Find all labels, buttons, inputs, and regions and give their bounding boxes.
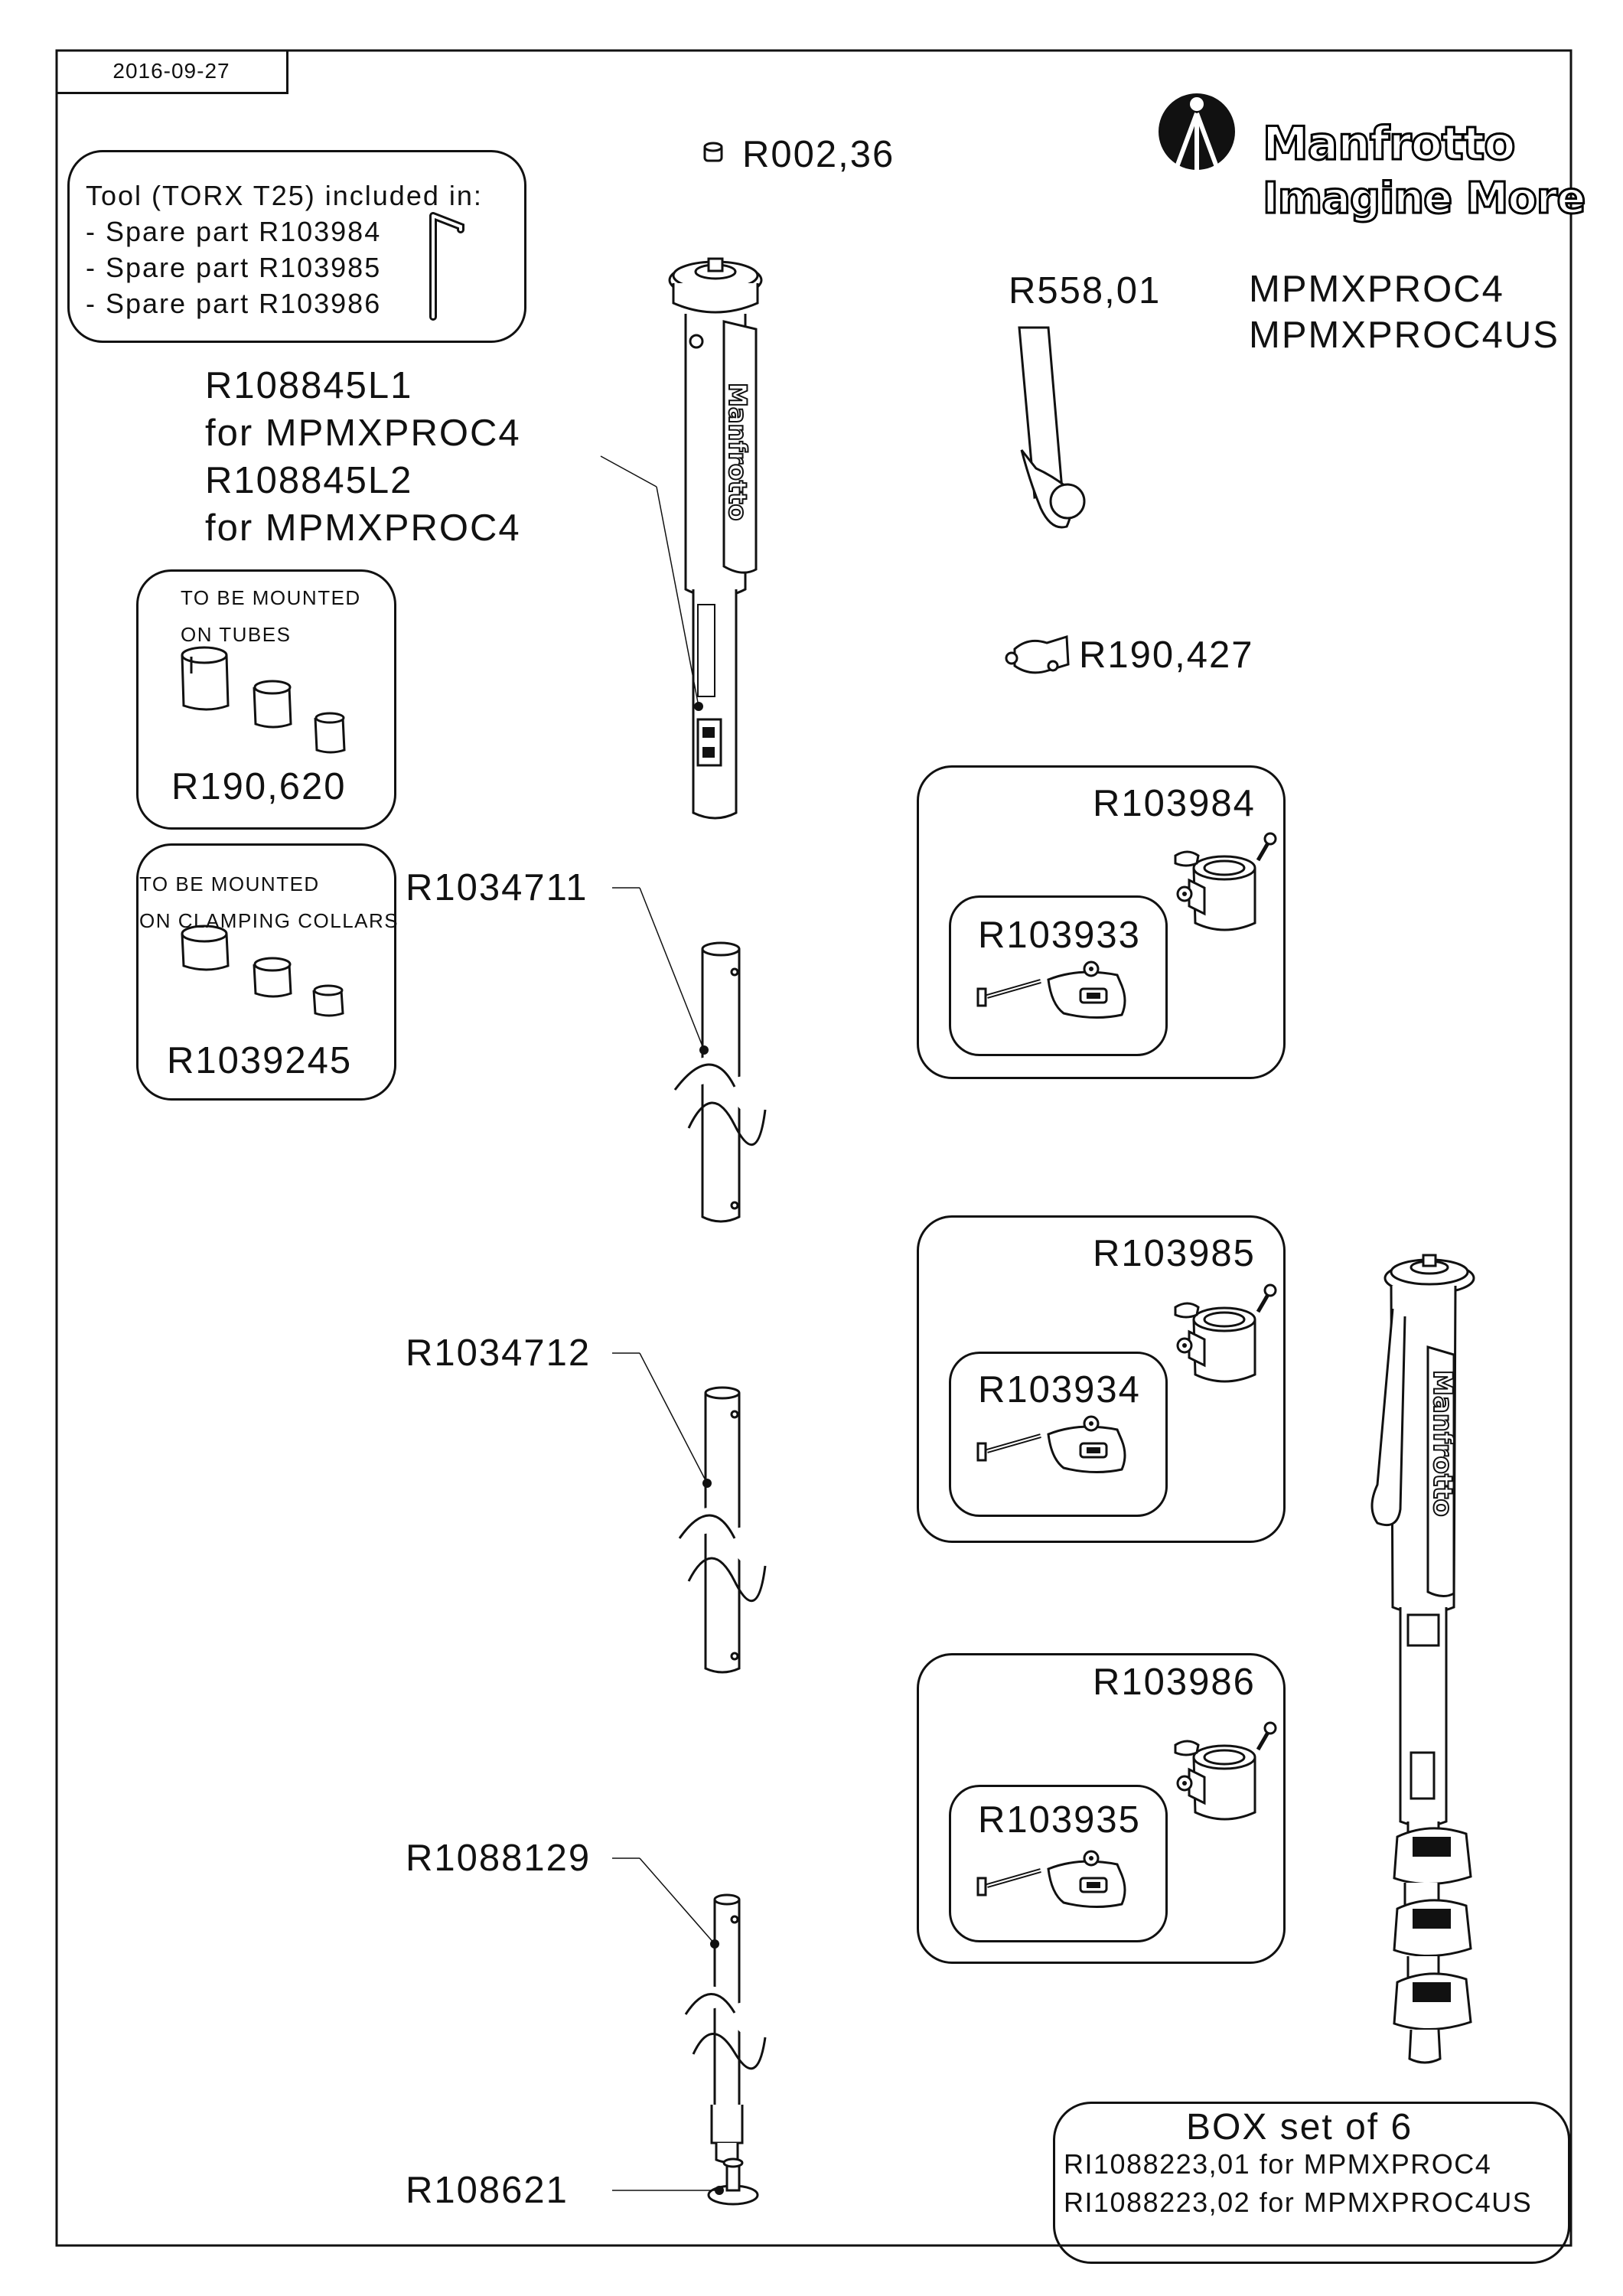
- lever-kit-code: R103934: [978, 1369, 1141, 1411]
- tool-note-item: - Spare part R103985: [86, 252, 382, 283]
- svg-text:Manfrotto: Manfrotto: [723, 383, 752, 520]
- collar-kit-code: R103986: [1093, 1662, 1256, 1703]
- revision-date: 2016-09-27: [57, 51, 288, 94]
- brand-tagline: Imagine More: [1261, 174, 1586, 223]
- collar-kit-code: R103985: [1093, 1233, 1256, 1274]
- bushings-collars-heading: TO BE MOUNTED: [139, 872, 320, 895]
- bushings-tubes-code: R190,620: [171, 766, 347, 807]
- tool-note-item: - Spare part R103986: [86, 288, 382, 319]
- box-set-line: RI1088223,01 for MPMXPROC4: [1064, 2148, 1492, 2180]
- part-label-upper-section: for MPMXPROC4: [205, 507, 521, 549]
- lever-kit-box: [949, 895, 1168, 1056]
- bushings-collars-heading: ON CLAMPING COLLARS: [139, 909, 399, 932]
- part-label-tube-2: R1034712: [406, 1332, 592, 1374]
- tool-note-item: - Spare part R103984: [86, 216, 382, 247]
- part-label-clip: R190,427: [1079, 634, 1254, 676]
- lever-kit-code: R103933: [978, 915, 1141, 956]
- part-label-upper-section: R108845L2: [205, 460, 413, 501]
- part-label-tube-3: R1088129: [406, 1838, 592, 1879]
- part-label-upper-section: R108845L1: [205, 365, 413, 406]
- part-label-strap: R558,01: [1009, 270, 1162, 311]
- bushings-tubes-heading: TO BE MOUNTED: [181, 586, 361, 609]
- tool-note-title: Tool (TORX T25) included in:: [86, 180, 483, 211]
- bushings-collars-code: R1039245: [167, 1040, 353, 1081]
- collar-kit-code: R103984: [1093, 783, 1256, 824]
- lever-kit-code: R103935: [978, 1799, 1141, 1841]
- svg-text:Manfrotto: Manfrotto: [1427, 1370, 1458, 1517]
- lever-kit-box: [949, 1785, 1168, 1942]
- box-set-line: RI1088223,02 for MPMXPROC4US: [1064, 2187, 1533, 2218]
- model-code-2: MPMXPROC4US: [1249, 315, 1559, 356]
- part-label-tube-1: R1034711: [406, 867, 588, 908]
- bushings-collars-box: [136, 843, 396, 1101]
- collar-kit-box: [917, 1215, 1286, 1543]
- model-code-1: MPMXPROC4: [1249, 269, 1504, 310]
- collar-kit-box: [917, 1653, 1286, 1964]
- part-label-top-cap: R002,36: [742, 134, 895, 175]
- box-set-frame: [1053, 2102, 1570, 2264]
- lever-kit-box: [949, 1352, 1168, 1517]
- brand-name: Manfrotto: [1261, 117, 1516, 171]
- box-set-title: BOX set of 6: [1186, 2107, 1413, 2148]
- bushings-tubes-heading: ON TUBES: [181, 623, 292, 646]
- part-label-upper-section: for MPMXPROC4: [205, 413, 521, 454]
- part-label-foot: R108621: [406, 2170, 569, 2211]
- bushings-tubes-box: [136, 569, 396, 830]
- collar-kit-box: [917, 765, 1286, 1079]
- tool-note-box: [67, 150, 526, 343]
